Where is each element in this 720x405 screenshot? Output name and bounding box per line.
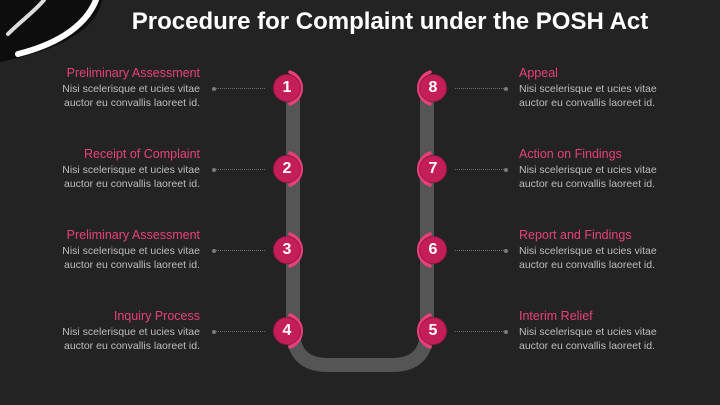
- connector-dot: [212, 248, 216, 253]
- connector-dot: [212, 86, 216, 91]
- step-heading: Action on Findings: [519, 147, 622, 161]
- step-description-line: auctor eu convallis laoreet id.: [519, 178, 655, 190]
- step-description: Nisi scelerisque et ucies vitae auctor eu…: [0, 82, 200, 110]
- step-description-line: Nisi scelerisque et ucies vitae: [62, 83, 200, 95]
- step-description-line: Nisi scelerisque et ucies vitae: [519, 83, 657, 95]
- step-node-8: 8: [414, 69, 452, 107]
- step-description-line: auctor eu convallis laoreet id.: [64, 97, 200, 109]
- step-heading: Report and Findings: [519, 228, 632, 242]
- corner-ribbon-decoration: [0, 0, 102, 62]
- step-description-line: Nisi scelerisque et ucies vitae: [62, 164, 200, 176]
- step-description-line: Nisi scelerisque et ucies vitae: [62, 245, 200, 257]
- step-connector: [455, 250, 506, 251]
- step-description: Nisi scelerisque et ucies vitae auctor eu…: [519, 82, 719, 110]
- step-description-line: Nisi scelerisque et ucies vitae: [62, 326, 200, 338]
- step-heading: Preliminary Assessment: [66, 228, 200, 242]
- step-connector: [455, 169, 506, 170]
- step-number: 8: [428, 79, 438, 96]
- step-node-4: 4: [268, 312, 306, 350]
- step-number: 6: [428, 241, 438, 258]
- step-connector: [214, 88, 265, 89]
- step-number: 2: [282, 160, 292, 177]
- connector-dot: [504, 248, 508, 253]
- step-description: Nisi scelerisque et ucies vitae auctor eu…: [519, 325, 719, 353]
- step-number: 7: [428, 160, 438, 177]
- step-connector: [214, 331, 265, 332]
- step-description-line: auctor eu convallis laoreet id.: [64, 178, 200, 190]
- step-connector: [455, 88, 506, 89]
- step-description: Nisi scelerisque et ucies vitae auctor eu…: [519, 244, 719, 272]
- step-heading: Inquiry Process: [113, 309, 200, 323]
- step-node-3: 3: [268, 231, 306, 269]
- connector-dot: [504, 167, 508, 172]
- step-description-line: Nisi scelerisque et ucies vitae: [519, 326, 657, 338]
- step-description: Nisi scelerisque et ucies vitae auctor eu…: [0, 163, 200, 191]
- step-node-6: 6: [414, 231, 452, 269]
- step-connector: [455, 331, 506, 332]
- step-description: Nisi scelerisque et ucies vitae auctor eu…: [519, 163, 719, 191]
- connector-dot: [212, 329, 216, 334]
- step-heading: Appeal: [519, 66, 558, 80]
- connector-dot: [504, 86, 508, 91]
- step-heading: Receipt of Complaint: [83, 147, 200, 161]
- step-number: 3: [282, 241, 292, 258]
- step-node-5: 5: [414, 312, 452, 350]
- connector-dot: [212, 167, 216, 172]
- step-description: Nisi scelerisque et ucies vitae auctor eu…: [0, 244, 200, 272]
- step-description-line: Nisi scelerisque et ucies vitae: [519, 164, 657, 176]
- step-description: Nisi scelerisque et ucies vitae auctor eu…: [0, 325, 200, 353]
- step-node-7: 7: [414, 150, 452, 188]
- step-node-2: 2: [268, 150, 306, 188]
- step-description-line: auctor eu convallis laoreet id.: [64, 340, 200, 352]
- step-heading: Preliminary Assessment: [66, 66, 200, 80]
- step-description-line: auctor eu convallis laoreet id.: [519, 97, 655, 109]
- step-heading: Interim Relief: [519, 309, 593, 323]
- step-connector: [214, 169, 265, 170]
- step-description-line: auctor eu convallis laoreet id.: [519, 340, 655, 352]
- connector-dot: [504, 329, 508, 334]
- step-description-line: auctor eu convallis laoreet id.: [64, 259, 200, 271]
- step-connector: [214, 250, 265, 251]
- step-number: 1: [282, 79, 292, 96]
- page-title: Procedure for Complaint under the POSH A…: [131, 8, 649, 35]
- step-number: 4: [282, 322, 292, 339]
- step-description-line: auctor eu convallis laoreet id.: [519, 259, 655, 271]
- step-node-1: 1: [268, 69, 306, 107]
- step-number: 5: [428, 322, 438, 339]
- step-description-line: Nisi scelerisque et ucies vitae: [519, 245, 657, 257]
